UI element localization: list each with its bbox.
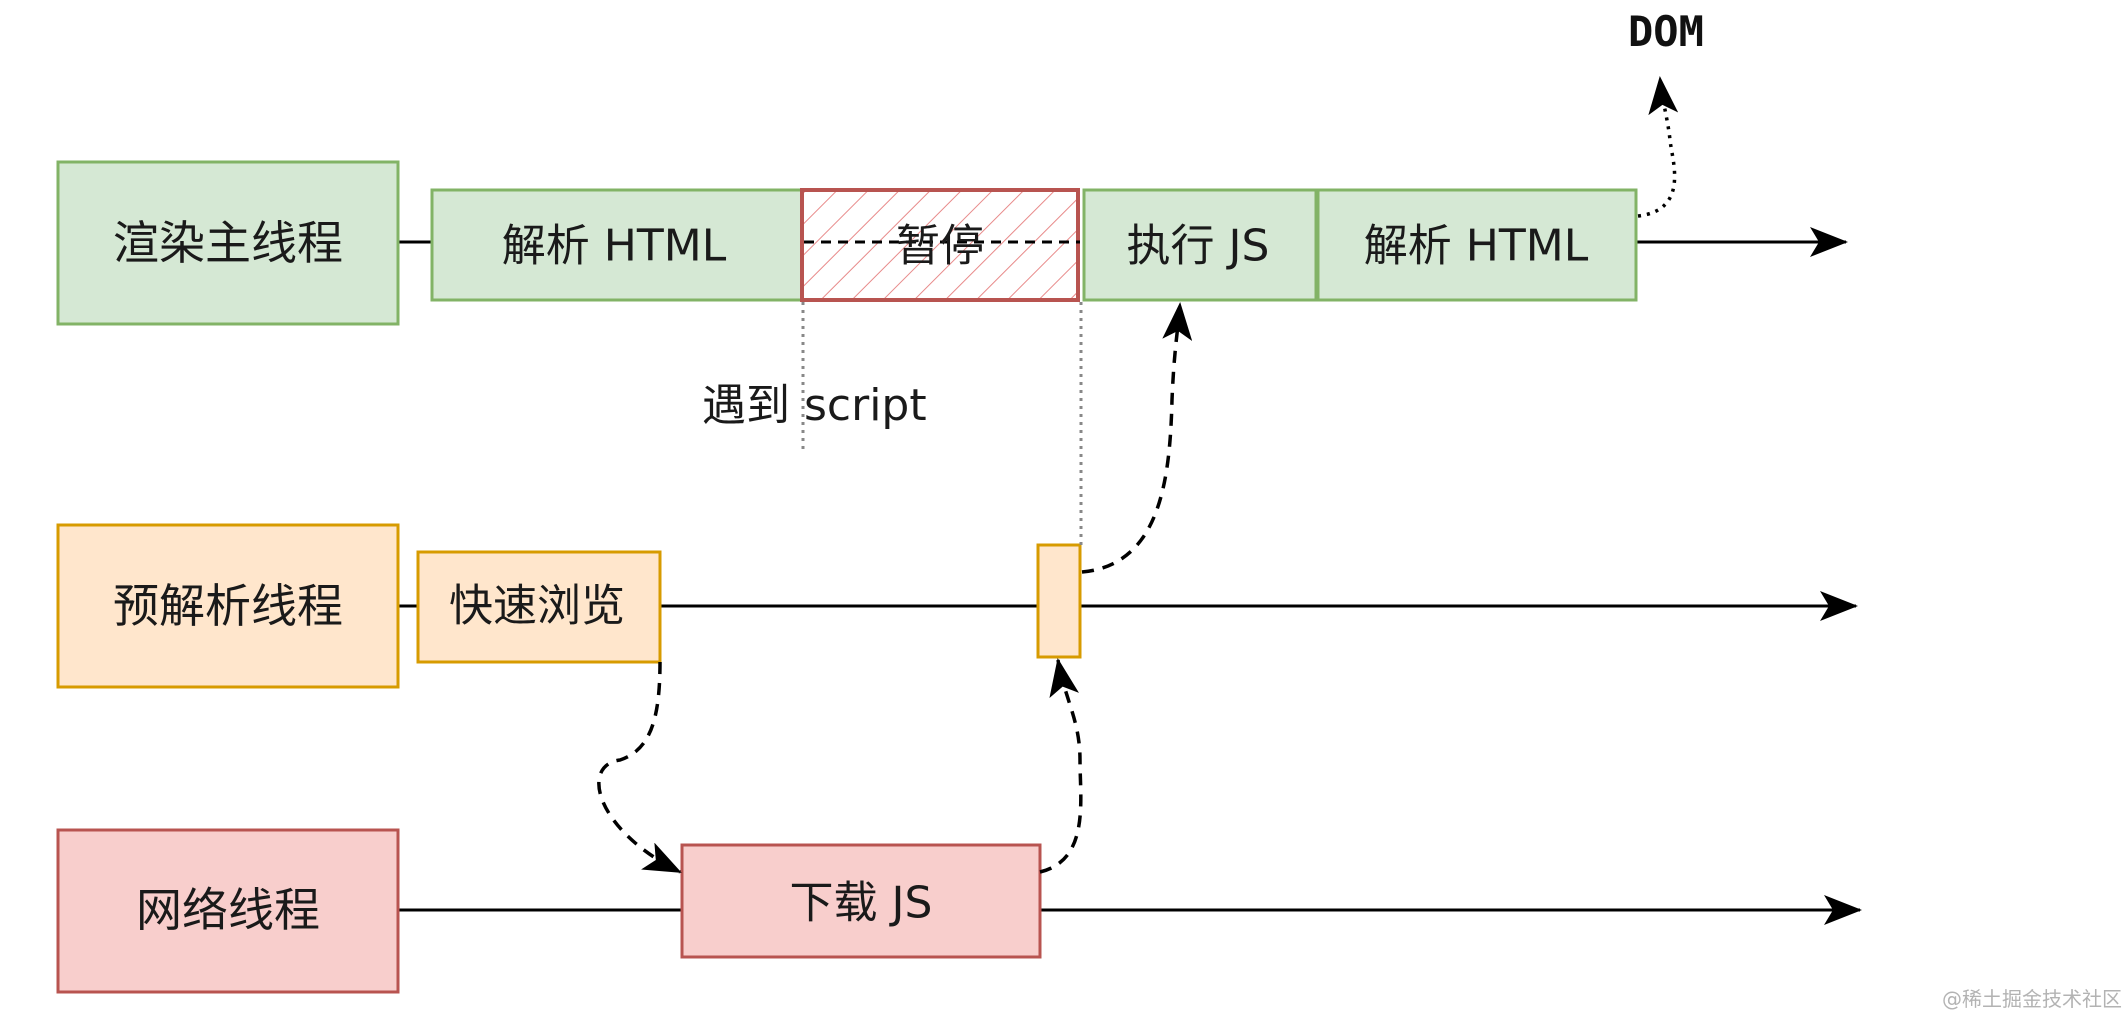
- preparse-to-exec-js-arrow: [1081, 302, 1193, 574]
- thread-preparse: 预解析线程: [56, 523, 400, 689]
- quick-browse-to-download-arrow: [597, 661, 682, 874]
- task-pause: 暂停: [800, 188, 1080, 302]
- task-download-js: 下载 JS: [680, 843, 1042, 959]
- task-quick-browse: 快速浏览: [416, 550, 662, 664]
- task-download-js-label: 下载 JS: [790, 878, 933, 929]
- thread-network: 网络线程: [56, 828, 400, 994]
- task-pause-label: 暂停: [896, 221, 984, 272]
- thread-preparse-label: 预解析线程: [113, 579, 343, 633]
- task-parse-html-1: 解析 HTML: [430, 188, 804, 302]
- download-to-preparse-arrow: [1039, 658, 1083, 874]
- thread-main-label: 渲染主线程: [113, 216, 343, 270]
- thread-network-box: [56, 828, 400, 994]
- task-pause-fill: [802, 190, 1078, 300]
- task-exec-js: 执行 JS: [1082, 188, 1318, 302]
- dom-annotation: DOM: [1628, 7, 1704, 56]
- thread-main-box: [56, 160, 400, 326]
- task-exec-js-box: [1082, 188, 1318, 302]
- thread-main: 渲染主线程: [56, 160, 400, 326]
- thread-network-label: 网络线程: [136, 883, 320, 937]
- task-js-ready-marker: [1036, 543, 1082, 659]
- task-parse-html-1-box: [430, 188, 804, 302]
- task-parse-html-2-label: 解析 HTML: [1364, 221, 1589, 272]
- task-download-js-box: [680, 843, 1042, 959]
- task-quick-browse-label: 快速浏览: [449, 581, 625, 632]
- task-parse-html-2-box: [1316, 188, 1638, 302]
- task-exec-js-label: 执行 JS: [1127, 221, 1270, 272]
- thread-preparse-box: [56, 523, 400, 689]
- parse-html-to-dom-arrow: [1637, 76, 1679, 218]
- task-quick-browse-box: [416, 550, 662, 664]
- task-parse-html-2: 解析 HTML: [1316, 188, 1638, 302]
- watermark: @稀土掘金技术社区: [1942, 987, 2122, 1011]
- task-parse-html-1-label: 解析 HTML: [502, 221, 727, 272]
- meet-script-annotation: 遇到 script: [702, 380, 927, 431]
- timelines: [398, 227, 1862, 925]
- task-pause-box: [800, 188, 1080, 302]
